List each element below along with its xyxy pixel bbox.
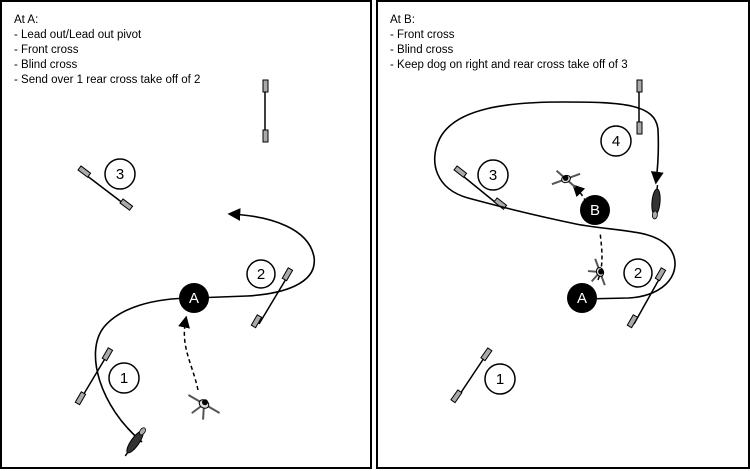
- jump-3: 3: [78, 159, 135, 210]
- jump-3-number: 3: [116, 166, 124, 183]
- jump-1-number: 1: [496, 371, 504, 388]
- jump-1: 1: [451, 348, 515, 403]
- jump-2: 2: [624, 259, 666, 328]
- handler-position-b: B: [580, 195, 610, 225]
- obstacle-upright: [263, 80, 268, 142]
- handler-position-a: A: [567, 283, 597, 313]
- jump-2-number: 2: [257, 266, 265, 283]
- dog-icon: [651, 185, 662, 220]
- panel-a: At A: - Lead out/Lead out pivot - Front …: [0, 0, 372, 469]
- handler-position-a-label: A: [189, 290, 199, 307]
- handler-position-a: A: [179, 283, 209, 313]
- jump-2-number: 2: [634, 265, 642, 282]
- dog-icon: [122, 426, 148, 458]
- jump-4: 4: [601, 80, 642, 156]
- handler-position-b-label: B: [590, 202, 600, 219]
- panel-a-course-map: 1 2 3 A: [2, 2, 374, 471]
- panel-b-course-map: 1 2 3 4: [378, 2, 750, 471]
- handler-path: [184, 318, 198, 390]
- handler-icon: [181, 391, 222, 425]
- panel-b: At B: - Front cross - Blind cross - Keep…: [376, 0, 750, 469]
- handler-position-a-label: A: [577, 290, 587, 307]
- handler-icon-a: [585, 258, 608, 289]
- jump-1: 1: [75, 348, 139, 405]
- jump-4-number: 4: [612, 133, 620, 150]
- jump-3-number: 3: [489, 167, 497, 184]
- jump-1-number: 1: [120, 370, 128, 387]
